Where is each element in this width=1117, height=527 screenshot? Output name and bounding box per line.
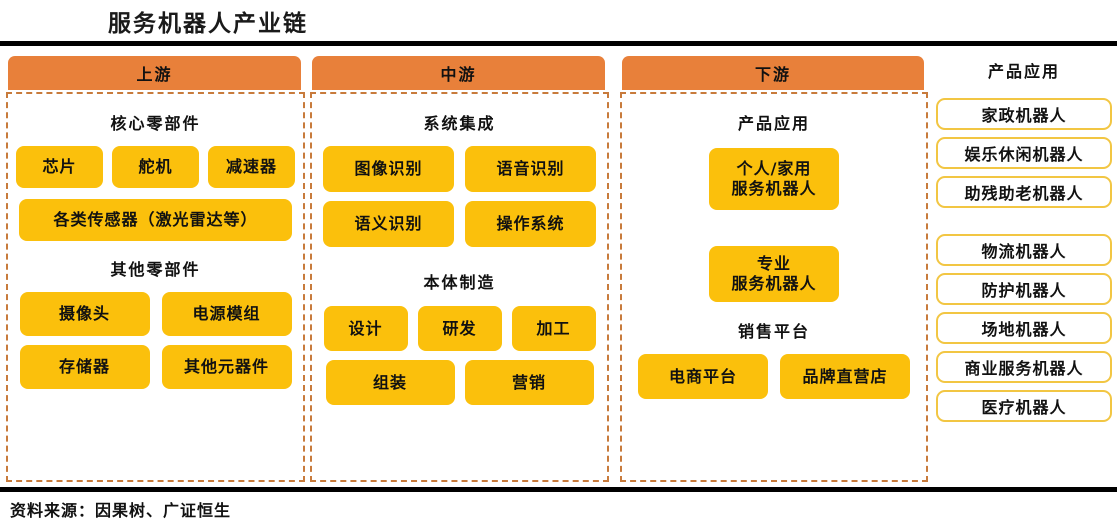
chip-chip[interactable]: 芯片: [16, 146, 103, 188]
app-item-medical-robot[interactable]: 医疗机器人: [936, 390, 1112, 422]
chip-design[interactable]: 设计: [323, 306, 408, 351]
group-title-body-manufacturing: 本体制造: [423, 273, 496, 292]
chip-row: 电商平台 品牌直营店: [622, 354, 926, 399]
chip-power-module[interactable]: 电源模组: [161, 292, 292, 336]
page-title: 服务机器人产业链: [108, 10, 308, 37]
chip-line-1: 专业: [756, 254, 791, 273]
chip-row: 组装 营销: [312, 360, 607, 405]
app-item-protection-robot[interactable]: 防护机器人: [936, 273, 1112, 305]
chip-camera[interactable]: 摄像头: [19, 292, 150, 336]
applications-title: 产品应用: [987, 62, 1060, 81]
chip-semantic-recognition[interactable]: 语义识别: [323, 201, 454, 247]
chip-other-devices[interactable]: 其他元器件: [161, 345, 292, 389]
applications-list: 家政机器人 娱乐休闲机器人 助残助老机器人 物流机器人 防护机器人 场地机器人 …: [936, 98, 1112, 429]
app-item-entertainment-robot[interactable]: 娱乐休闲机器人: [936, 137, 1112, 169]
app-item-logistics-robot[interactable]: 物流机器人: [936, 234, 1112, 266]
chip-line-1: 个人/家用: [736, 159, 812, 178]
chip-memory[interactable]: 存储器: [19, 345, 150, 389]
divider-bottom: [0, 487, 1117, 492]
group-title-system-integration: 系统集成: [423, 114, 496, 133]
chip-marketing[interactable]: 营销: [464, 360, 594, 405]
chip-sensors[interactable]: 各类传感器（激光雷达等）: [19, 199, 292, 241]
chip-row: 设计 研发 加工: [312, 306, 607, 351]
chip-brand-store[interactable]: 品牌直营店: [780, 354, 910, 399]
chip-row: 存储器 其他元器件: [8, 345, 303, 389]
applications-group-separator: [936, 215, 1112, 234]
app-item-housekeeping-robot[interactable]: 家政机器人: [936, 98, 1112, 130]
column-header-downstream[interactable]: 下游: [622, 56, 924, 90]
source-note: 资料来源：因果树、广证恒生: [10, 501, 232, 520]
chip-row: 语义识别 操作系统: [312, 201, 607, 247]
group-title-other-components: 其他零部件: [110, 260, 201, 279]
chip-image-recognition[interactable]: 图像识别: [323, 146, 454, 192]
column-body-upstream: 核心零部件 芯片 舵机 减速器 各类传感器（激光雷达等） 其他零部件 摄像头 电…: [6, 92, 305, 482]
column-body-midstream: 系统集成 图像识别 语音识别 语义识别 操作系统 本体制造 设计 研发 加工 组…: [310, 92, 609, 482]
chip-processing[interactable]: 加工: [511, 306, 596, 351]
chip-line-2: 服务机器人: [731, 179, 817, 198]
chip-servo[interactable]: 舵机: [112, 146, 199, 188]
chip-personal-home-service-robot[interactable]: 个人/家用 服务机器人: [709, 148, 839, 210]
column-header-upstream[interactable]: 上游: [8, 56, 301, 90]
column-header-midstream[interactable]: 中游: [312, 56, 605, 90]
chip-row: 各类传感器（激光雷达等）: [8, 199, 303, 241]
app-item-commercial-service-robot[interactable]: 商业服务机器人: [936, 351, 1112, 383]
chip-speech-recognition[interactable]: 语音识别: [465, 146, 596, 192]
chip-professional-service-robot[interactable]: 专业 服务机器人: [709, 246, 839, 302]
column-body-downstream: 产品应用 个人/家用 服务机器人 专业 服务机器人 销售平台 电商平台 品牌直营…: [620, 92, 928, 482]
divider-top: [0, 41, 1117, 46]
chip-ecommerce-platform[interactable]: 电商平台: [638, 354, 768, 399]
chip-assembly[interactable]: 组装: [325, 360, 455, 405]
chip-rnd[interactable]: 研发: [417, 306, 502, 351]
chip-row: 个人/家用 服务机器人: [622, 148, 926, 210]
chip-line-2: 服务机器人: [731, 274, 817, 293]
group-title-product-application: 产品应用: [737, 114, 810, 133]
app-item-field-robot[interactable]: 场地机器人: [936, 312, 1112, 344]
app-item-elderly-assist-robot[interactable]: 助残助老机器人: [936, 176, 1112, 208]
chip-row: 图像识别 语音识别: [312, 146, 607, 192]
group-title-core-components: 核心零部件: [110, 114, 201, 133]
chip-row: 摄像头 电源模组: [8, 292, 303, 336]
chip-reducer[interactable]: 减速器: [208, 146, 295, 188]
chip-operating-system[interactable]: 操作系统: [465, 201, 596, 247]
chip-row: 芯片 舵机 减速器: [8, 146, 303, 188]
chip-row: 专业 服务机器人: [622, 246, 926, 302]
group-title-sales-platform: 销售平台: [737, 322, 810, 341]
